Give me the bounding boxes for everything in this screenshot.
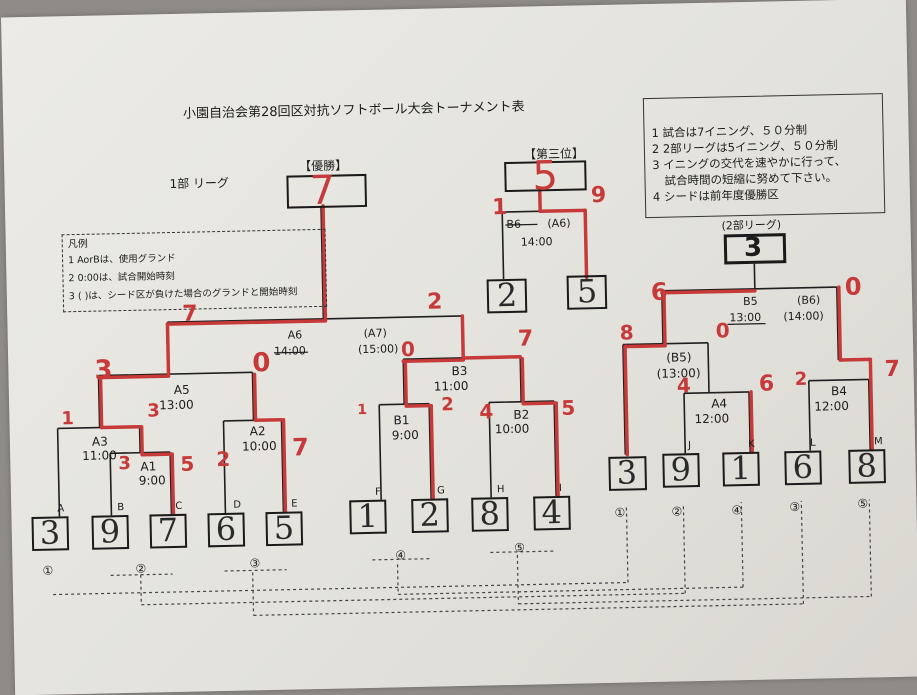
match-a4-code: A4 bbox=[711, 397, 727, 409]
score-a2-left: 2 bbox=[216, 449, 230, 469]
third-place-match: B6 bbox=[506, 219, 521, 230]
notes-line-5: 4 シードは前年度優勝区 bbox=[653, 189, 779, 203]
match-a7-code: (A7) bbox=[364, 328, 387, 339]
circle-mark-5: ⑤ bbox=[514, 542, 525, 554]
score-a2-right: 7 bbox=[292, 435, 309, 459]
score-a5-right: 0 bbox=[252, 350, 271, 376]
third-place-team-left: 2 bbox=[497, 279, 518, 311]
third-place-time: 14:00 bbox=[521, 236, 553, 248]
match-a7-time: (15:00) bbox=[358, 343, 399, 355]
score-b2-left: 4 bbox=[479, 401, 493, 421]
match-a5-time: 13:00 bbox=[159, 399, 194, 412]
match-a3-code: A3 bbox=[92, 435, 108, 447]
score-b5b-left: 8 bbox=[620, 322, 634, 342]
team-value-j: 9 bbox=[670, 453, 691, 485]
team-value-k: 1 bbox=[730, 452, 751, 484]
match-b1-time: 9:00 bbox=[392, 429, 419, 442]
team-value-i: 4 bbox=[541, 496, 562, 528]
circle-mark-2: ② bbox=[135, 563, 146, 575]
score-a6-left: 7 bbox=[182, 304, 198, 326]
match-b3-code: B3 bbox=[451, 365, 467, 377]
team-value-g: 2 bbox=[419, 498, 440, 530]
match-b2-time: 10:00 bbox=[495, 423, 530, 436]
match-b5-code: B5 bbox=[743, 296, 758, 307]
match-a1-code: A1 bbox=[140, 460, 156, 472]
league2-winner: 3 bbox=[744, 235, 763, 261]
match-a2-code: A2 bbox=[250, 425, 266, 437]
third-place-score-left: 1 bbox=[492, 197, 508, 219]
circle-mark-1: ① bbox=[42, 565, 53, 577]
match-b1-code: B1 bbox=[393, 414, 409, 426]
legend-line-1: 1 AorBは、使用グランド bbox=[68, 254, 176, 266]
team-value-b: 9 bbox=[99, 515, 120, 547]
score-a6-right: 2 bbox=[427, 291, 443, 313]
match-b4-code: B4 bbox=[831, 385, 847, 397]
score-b1-left: 1 bbox=[357, 403, 367, 417]
league2-label: (2部リーグ) bbox=[721, 219, 781, 231]
match-b5-time: 13:00 bbox=[729, 312, 761, 324]
score-b5-left: 6 bbox=[651, 280, 668, 304]
circle-mark-4: ④ bbox=[395, 549, 406, 561]
circle-mark-l2-1: ① bbox=[614, 507, 625, 519]
team-value-h: 8 bbox=[479, 497, 500, 529]
circle-mark-l2-5: ⑤ bbox=[857, 497, 868, 509]
score-b5b-right: 0 bbox=[716, 320, 730, 340]
score-a1-left: 3 bbox=[118, 455, 131, 473]
team-value-m: 8 bbox=[856, 449, 877, 481]
score-a3-left: 1 bbox=[61, 410, 74, 428]
match-b6-time: (14:00) bbox=[783, 310, 824, 322]
score-b5-right: 0 bbox=[845, 275, 862, 299]
circle-mark-3: ③ bbox=[249, 557, 260, 569]
team-value-c: 7 bbox=[157, 514, 178, 546]
team-value-d: 6 bbox=[215, 513, 236, 545]
team-value-f: 1 bbox=[357, 500, 378, 532]
third-place-seed: (A6) bbox=[547, 218, 570, 229]
legend-title: 凡例 bbox=[68, 240, 88, 250]
match-a3-time: 11:00 bbox=[82, 449, 117, 462]
match-b5b-code: (B5) bbox=[666, 351, 691, 364]
match-a4-time: 12:00 bbox=[694, 412, 729, 425]
match-a5-code: A5 bbox=[174, 384, 190, 396]
match-a2-time: 10:00 bbox=[242, 440, 277, 453]
match-a6-time: 14:00 bbox=[274, 345, 306, 357]
match-b4-time: 12:00 bbox=[814, 400, 849, 413]
match-b3-time: 11:00 bbox=[434, 380, 469, 393]
score-b1-right: 2 bbox=[441, 396, 454, 414]
match-a1-time: 9:00 bbox=[139, 474, 166, 487]
score-a3-right: 3 bbox=[147, 402, 160, 420]
score-b4-right: 7 bbox=[884, 359, 900, 381]
score-a4-left: 4 bbox=[677, 375, 691, 395]
score-b3-left: 0 bbox=[401, 339, 415, 359]
third-place-score-right: 9 bbox=[591, 185, 607, 207]
league1-label: 1部 リーグ bbox=[169, 177, 229, 190]
circle-mark-l2-3: ③ bbox=[789, 501, 800, 513]
score-b3-right: 7 bbox=[518, 328, 534, 350]
team-value-l: 6 bbox=[792, 451, 813, 483]
legend-line-2: 2 0:00は、試合開始時刻 bbox=[68, 272, 175, 284]
match-b2-code: B2 bbox=[513, 409, 529, 421]
score-a1-right: 5 bbox=[180, 454, 194, 474]
team-value-a: 3 bbox=[39, 516, 60, 548]
circle-mark-l2-4: ④ bbox=[731, 504, 742, 516]
team-value-e: 5 bbox=[273, 512, 294, 544]
score-b2-right: 5 bbox=[561, 398, 575, 418]
third-place-value: 5 bbox=[532, 156, 558, 197]
circle-mark-l2-2: ② bbox=[671, 505, 682, 517]
score-a5-left: 3 bbox=[94, 357, 113, 383]
champion-value: 7 bbox=[309, 171, 335, 212]
match-a6-code: A6 bbox=[288, 329, 303, 340]
match-b6-code: (B6) bbox=[797, 294, 820, 305]
league2-first-value: 3 bbox=[616, 456, 637, 488]
score-a4-right: 6 bbox=[759, 373, 775, 395]
third-place-team-right: 5 bbox=[577, 275, 598, 307]
score-b4-left: 2 bbox=[795, 371, 808, 389]
